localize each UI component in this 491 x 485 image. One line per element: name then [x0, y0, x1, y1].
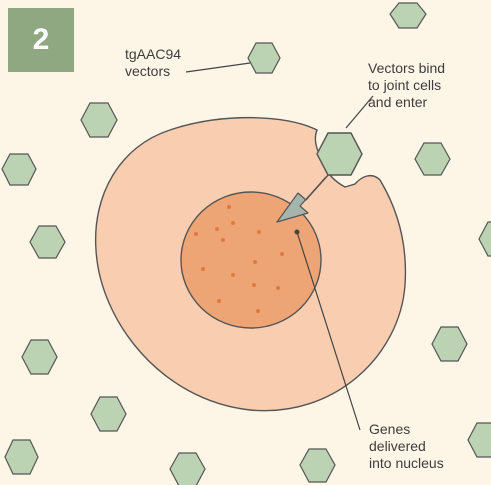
- vector-hexagon-icon: [5, 440, 38, 474]
- vectors-label: tgAAC94 vectors: [125, 46, 181, 80]
- vector-hexagon-icon: [2, 154, 36, 185]
- step-number-badge: 2: [8, 8, 74, 72]
- vector-hexagon-icon: [479, 222, 491, 256]
- vector-hexagon-icon: [390, 3, 426, 28]
- vector-hexagon-icon: [415, 143, 450, 175]
- bind-label: Vectors bind to joint cells and enter: [368, 60, 445, 111]
- vector-hexagon-icon: [248, 43, 280, 73]
- vector-hexagon-icon: [30, 226, 65, 258]
- vector-hexagon-icon: [170, 453, 205, 485]
- vector-hexagon-icon: [468, 423, 491, 457]
- vector-hexagon-icon: [91, 397, 126, 431]
- vector-hexagon-icon: [81, 103, 117, 137]
- genes-label: Genes delivered into nucleus: [369, 421, 444, 472]
- vector-hexagon-icon: [22, 340, 57, 374]
- nucleus-pointer-dot: [295, 230, 300, 235]
- vector-hexagon-icon: [300, 449, 335, 482]
- vector-hexagon-icon: [432, 327, 467, 361]
